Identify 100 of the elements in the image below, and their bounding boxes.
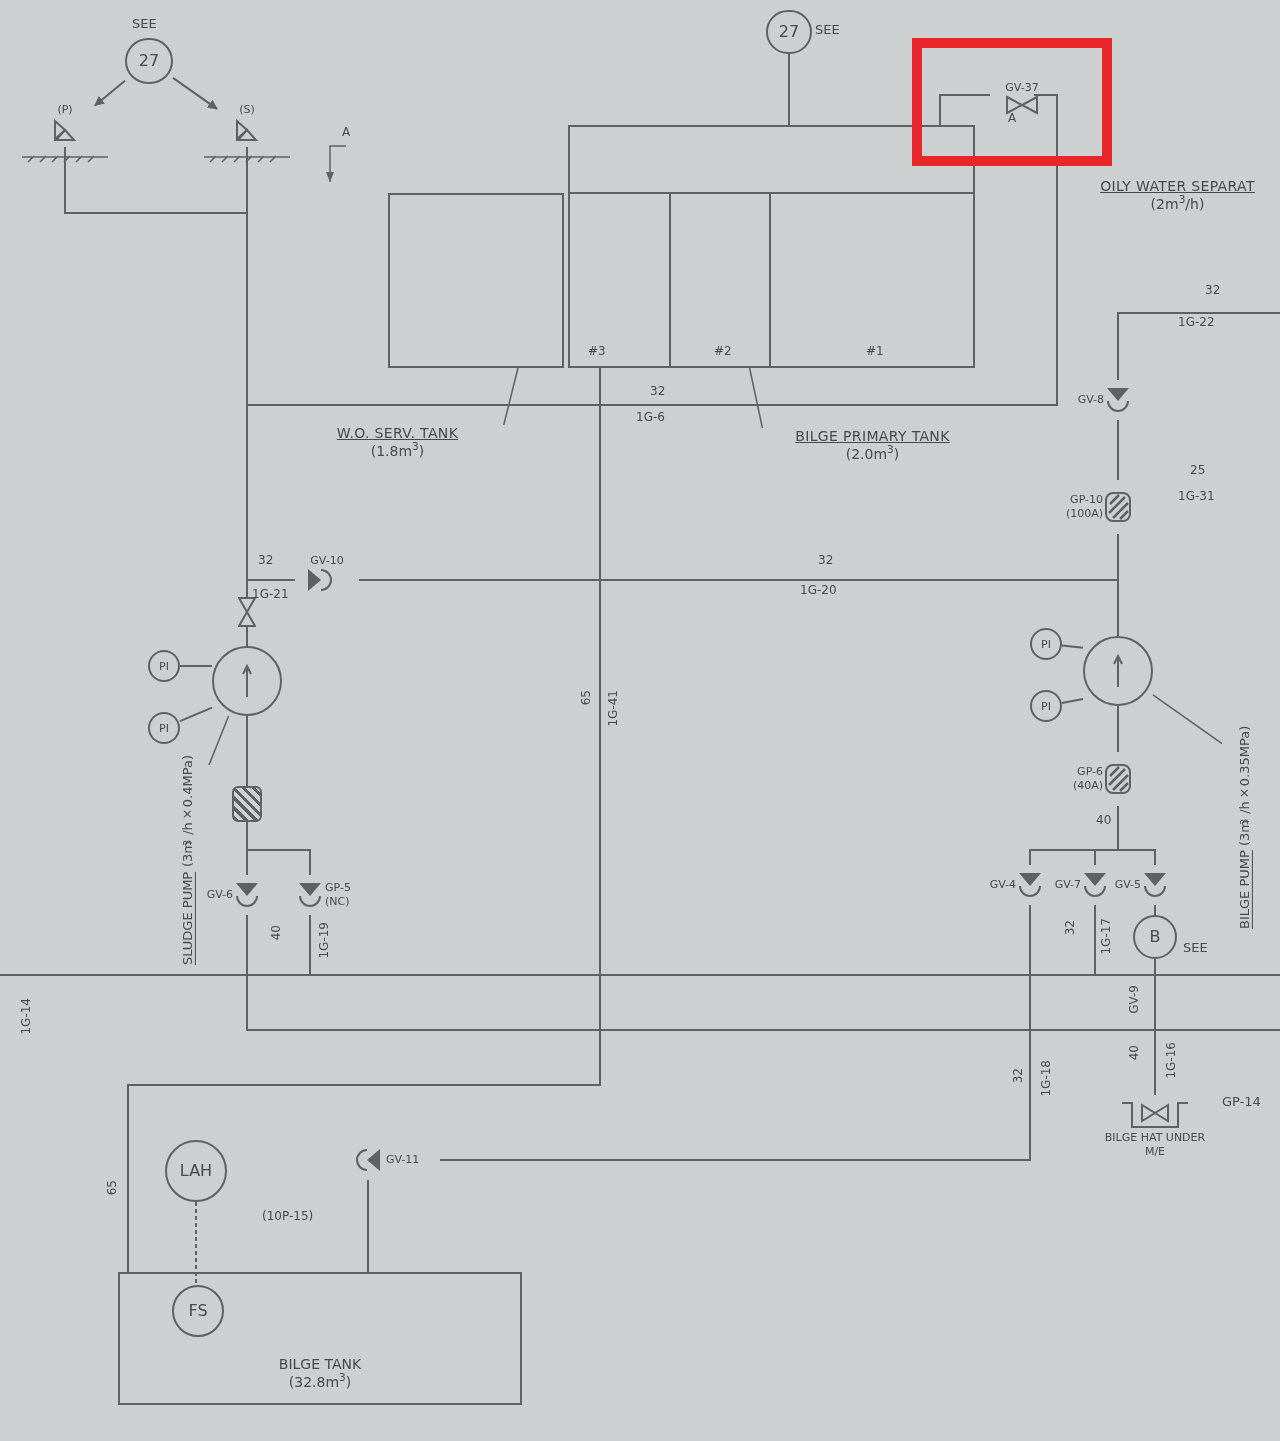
valve-tag: GV-37 bbox=[1005, 81, 1039, 95]
capacity-label: (2.0m$^{3}$) bbox=[845, 445, 900, 463]
pipe-label: 32 bbox=[1064, 920, 1076, 936]
equipment-label: BILGE PRIMARY TANK bbox=[795, 428, 950, 445]
pipe-line bbox=[1154, 904, 1156, 916]
instrument-tag: PI bbox=[1041, 700, 1051, 712]
valve-tag: GV-11 bbox=[386, 1153, 420, 1167]
pipe-line bbox=[179, 706, 213, 723]
pipe-line bbox=[179, 665, 213, 667]
pipe-label: 1G-14 bbox=[20, 998, 32, 1035]
highlight-frame bbox=[912, 38, 1112, 166]
compartment-number: #3 bbox=[588, 345, 606, 357]
pipe-line bbox=[246, 626, 248, 647]
instrument-tag: FS bbox=[188, 1303, 208, 1319]
valve-tag: GP-6 bbox=[1077, 765, 1103, 779]
tank-outline bbox=[388, 193, 564, 368]
pipe-line bbox=[246, 914, 1280, 1031]
pipe-line bbox=[788, 53, 790, 126]
reference-note: SEE bbox=[1183, 939, 1208, 957]
reference-note: GP-14 bbox=[1222, 1093, 1261, 1111]
valve-tag: GV-6 bbox=[206, 888, 233, 902]
pipe-label: 1G-17 bbox=[1100, 918, 1112, 955]
pipe-label: 65 bbox=[106, 1180, 118, 1196]
valve-tag: GP-5 bbox=[325, 881, 351, 895]
equipment-label: OILY WATER SEPARAT bbox=[1100, 178, 1255, 195]
equipment-label: W.O. SERV. TANK bbox=[336, 425, 459, 442]
pipe-line bbox=[1154, 958, 1156, 1096]
capacity-label: (1.8m$^{3}$) bbox=[370, 442, 425, 460]
valve-tag: GV-5 bbox=[1114, 878, 1141, 892]
valve-tag: (NC) bbox=[325, 895, 350, 909]
pipe-label: 1G-22 bbox=[1178, 316, 1215, 328]
valve-tag: GV-4 bbox=[989, 878, 1016, 892]
pipe-line bbox=[1061, 644, 1084, 649]
reference-note: SEE bbox=[132, 15, 157, 33]
strainer-symbol bbox=[232, 786, 262, 822]
valve-tag: GP-10 bbox=[1070, 493, 1103, 507]
leader-line bbox=[748, 367, 764, 429]
pipe-label: 1G-41 bbox=[607, 690, 619, 727]
pipe-line bbox=[1094, 904, 1096, 976]
tank-outline bbox=[118, 1272, 522, 1405]
pipe-label: 40 bbox=[1096, 814, 1112, 826]
pipe-line bbox=[246, 821, 311, 876]
pipe-line bbox=[246, 715, 248, 787]
valve-tag: GV-8 bbox=[1077, 393, 1104, 407]
pipe-label: (10P-15) bbox=[262, 1210, 314, 1222]
leader-line bbox=[208, 715, 230, 766]
pipe-label: 1G-18 bbox=[1040, 1060, 1052, 1097]
instrument-tag: PI bbox=[1041, 638, 1051, 650]
pipe-label: 32 bbox=[818, 554, 834, 566]
pipe-label: 65 bbox=[580, 690, 592, 706]
pipe-label: 32 bbox=[650, 385, 666, 397]
pipe-label: 1G-31 bbox=[1178, 490, 1215, 502]
pump-symbol bbox=[212, 646, 282, 716]
instrument-tag: PI bbox=[159, 660, 169, 672]
gate-valve-symbol bbox=[238, 597, 256, 627]
pipe-label: 1G-6 bbox=[636, 411, 665, 423]
pipe-line bbox=[1117, 705, 1119, 753]
pipe-line bbox=[127, 367, 601, 1273]
pipe-line bbox=[1117, 419, 1119, 481]
valve-tag: (P) bbox=[57, 103, 73, 117]
pipe-line bbox=[1061, 698, 1084, 704]
pipe-line bbox=[309, 914, 311, 976]
valve-tag: (40A) bbox=[1072, 779, 1103, 793]
leader-line bbox=[502, 367, 519, 426]
pipe-label: 32 bbox=[258, 554, 274, 566]
pipe-label: 32 bbox=[1205, 284, 1221, 296]
instrument-tag: 27 bbox=[778, 24, 800, 40]
valve-tag: BILGE HAT UNDER M/E bbox=[1095, 1131, 1215, 1159]
valve-tag: GV-7 bbox=[1054, 878, 1081, 892]
pipe-line bbox=[939, 94, 991, 126]
reference-arrow bbox=[172, 76, 218, 110]
leader-line bbox=[1152, 694, 1223, 745]
valve-tag: (100A) bbox=[1065, 507, 1103, 521]
section-mark: A bbox=[342, 126, 351, 138]
tank-outline bbox=[568, 125, 975, 368]
instrument-tag: PI bbox=[159, 722, 169, 734]
instrument-tag: LAH bbox=[179, 1163, 213, 1179]
capacity-label: (2m$^{3}$/h) bbox=[1150, 195, 1205, 213]
valve-tag: (S) bbox=[239, 103, 255, 117]
valve-tag: GV-9 bbox=[1128, 985, 1140, 1014]
pipe-label: 1G-20 bbox=[800, 584, 837, 596]
capacity-label: (32.8m$^{3}$) bbox=[288, 1373, 352, 1391]
pipe-line bbox=[439, 904, 1031, 1161]
instrument-tag: B bbox=[1149, 929, 1161, 945]
pipe-label: 25 bbox=[1190, 464, 1206, 476]
equipment-label: BILGE TANK bbox=[278, 1356, 362, 1373]
pipe-label: 32 bbox=[1012, 1068, 1024, 1084]
pipe-label: 1G-21 bbox=[252, 588, 289, 600]
pipe-label: 40 bbox=[270, 925, 282, 941]
pipe-label: 1G-19 bbox=[318, 922, 330, 959]
compartment-number: #1 bbox=[866, 345, 884, 357]
pipe-label: 40 bbox=[1128, 1045, 1140, 1061]
pump-label: BILGE PUMP bbox=[1236, 850, 1253, 930]
compartment-number: #2 bbox=[714, 345, 732, 357]
reference-arrow bbox=[94, 79, 126, 107]
pipe-line bbox=[1117, 805, 1156, 866]
actuator-mark: A bbox=[1008, 112, 1017, 124]
pump-label: SLUDGE PUMP bbox=[179, 871, 196, 965]
pipe-line bbox=[1117, 533, 1119, 637]
pipe-line bbox=[246, 579, 296, 598]
